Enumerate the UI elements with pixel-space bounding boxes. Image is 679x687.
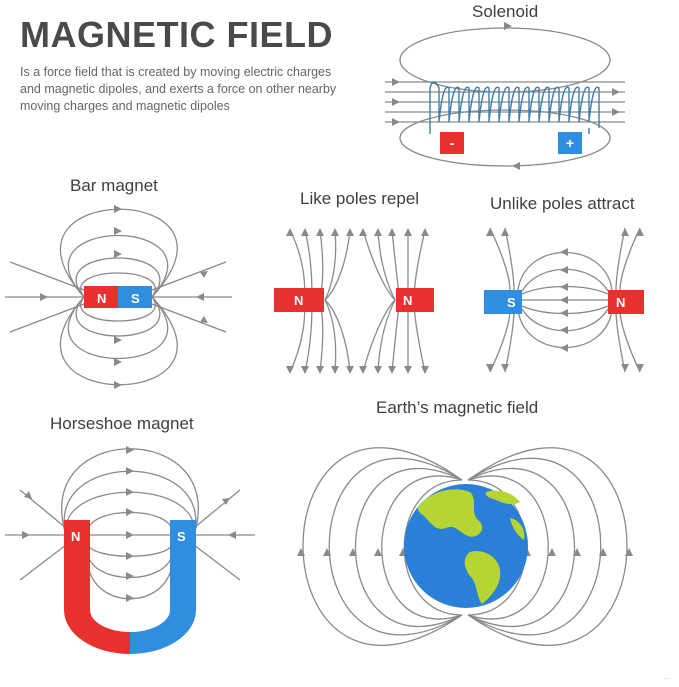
- bar-magnet-north-letter: N: [97, 291, 106, 306]
- horseshoe-north-letter: N: [71, 529, 80, 544]
- unlike-poles-south-letter: S: [507, 295, 516, 310]
- horseshoe-arrows: [22, 446, 236, 602]
- earth-arrows: [297, 548, 633, 556]
- page-title: MAGNETIC FIELD: [20, 14, 333, 55]
- solenoid-plus-sign: +: [566, 135, 574, 151]
- unlike-poles-north-letter: N: [616, 295, 625, 310]
- like-poles-left-letter: N: [294, 293, 303, 308]
- bar-magnet-label: Bar magnet: [70, 176, 158, 195]
- bar-magnet-north-pole: [84, 286, 118, 308]
- page-description: Is a force field that is created by movi…: [20, 65, 337, 113]
- watermark: ...: [663, 675, 669, 681]
- solenoid-outer-loop-bottom: [399, 109, 611, 167]
- horseshoe-south-letter: S: [177, 529, 186, 544]
- bar-magnet-south-pole: [118, 286, 152, 308]
- horseshoe-magnet-body: [64, 520, 196, 654]
- solenoid-plus-terminal: [558, 132, 582, 154]
- like-poles-left-magnet: [274, 288, 324, 312]
- like-poles-right-magnet: [396, 288, 434, 312]
- bar-magnet-south-letter: S: [131, 291, 140, 306]
- like-poles-arrows: [286, 228, 429, 374]
- solenoid-diagram: [385, 22, 625, 170]
- like-poles-right-letter: N: [403, 293, 412, 308]
- horseshoe-label: Horseshoe magnet: [50, 414, 194, 433]
- solenoid-coil: [429, 81, 600, 134]
- solenoid-label: Solenoid: [472, 2, 539, 21]
- unlike-poles-label: Unlike poles attract: [490, 194, 635, 213]
- like-poles-label: Like poles repel: [300, 189, 420, 208]
- solenoid-inner-lines: [385, 81, 625, 123]
- bar-magnet-arrows: [40, 205, 208, 389]
- solenoid-arrows: [392, 22, 620, 170]
- earth-label: Earth’s magnetic field: [376, 398, 539, 417]
- earth-globe: [404, 484, 528, 608]
- unlike-poles-north-magnet: [608, 290, 644, 314]
- unlike-poles-arrows: [486, 228, 644, 372]
- solenoid-minus-sign: -: [450, 135, 455, 151]
- bar-magnet-field-lines: [5, 208, 232, 386]
- unlike-poles-south-magnet: [484, 290, 522, 314]
- solenoid-minus-terminal: [440, 132, 464, 154]
